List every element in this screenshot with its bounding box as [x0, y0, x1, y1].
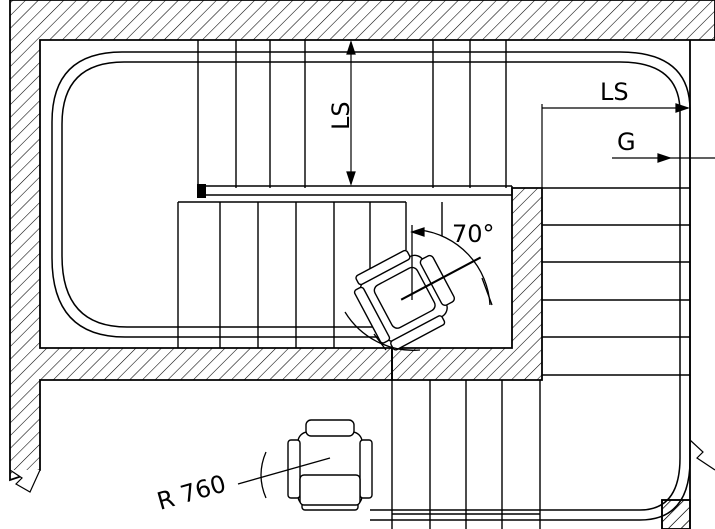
stair-treads: [177, 40, 690, 529]
dimension-ls-vertical: [346, 40, 356, 186]
lower-flight: [391, 380, 541, 529]
rail-inner: [205, 61, 681, 511]
stairlift-rail: [51, 51, 691, 521]
wall-break-left: [9, 469, 41, 493]
rail-left-inner: [61, 61, 380, 328]
rail-end-cap: [197, 184, 206, 198]
wheelchair-bottom: [287, 419, 373, 511]
right-flight: [542, 187, 690, 376]
middle-flight: [177, 201, 443, 348]
wall-break-right: [689, 439, 715, 471]
radius-label: R 760: [154, 470, 229, 516]
outer-wall: [9, 0, 715, 529]
rail-left-outer: [51, 51, 400, 338]
rail-outer: [205, 51, 691, 521]
angle-arrow: [410, 227, 425, 237]
dimension-gap: [612, 153, 715, 163]
radius-indicator: [237, 451, 331, 499]
ls-horizontal-label: LS: [600, 78, 629, 106]
ls-vertical-label: LS: [327, 101, 355, 130]
swing-arcs: [344, 225, 493, 351]
upper-flight: [197, 40, 507, 188]
gap-label: G: [617, 128, 636, 156]
dimension-ls-horizontal: [541, 103, 690, 188]
wheelchair-rotating: [353, 249, 482, 351]
landing-edge: [198, 185, 513, 196]
walls: [9, 0, 715, 529]
angle-label: 70°: [452, 220, 495, 248]
